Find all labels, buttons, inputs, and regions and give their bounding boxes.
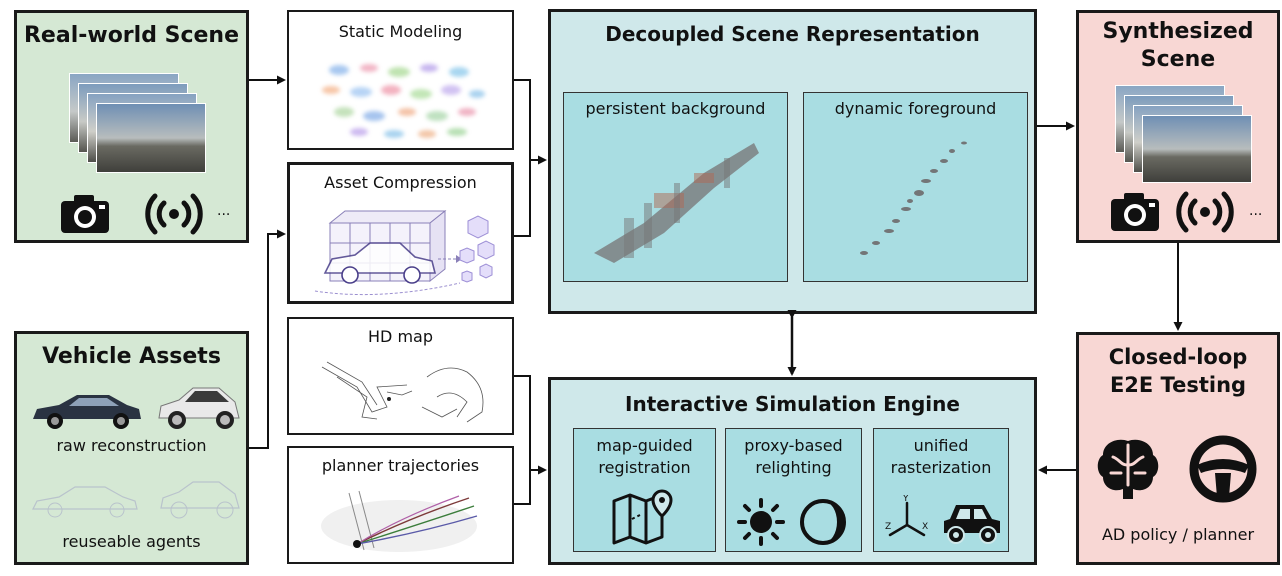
svg-text:Y: Y <box>902 495 909 504</box>
ellipsis: ... <box>217 203 231 219</box>
module-3-line1: unified <box>913 436 969 455</box>
synthesized-scene-box: Synthesized Scene ... <box>1076 10 1280 243</box>
svg-text:X: X <box>922 522 928 532</box>
asset-compression-title: Asset Compression <box>324 173 477 192</box>
module-map-guided-registration: map-guided registration <box>573 428 716 552</box>
synthesized-scene-title-line2: Scene <box>1140 47 1216 72</box>
coupe-white-image <box>158 387 240 429</box>
map-pin-icon <box>612 489 673 545</box>
ellipsis: ... <box>1249 203 1263 219</box>
sensor-signal-icon <box>1176 191 1234 233</box>
moon-icon <box>800 499 846 545</box>
gaussian-blobs-illustration <box>322 64 485 138</box>
planner-trajectories-box: planner trajectories <box>287 446 514 564</box>
synthesized-frames-stack <box>1115 85 1255 185</box>
static-modeling-title: Static Modeling <box>338 22 463 41</box>
camera-frames-stack <box>69 73 209 173</box>
hd-map-title: HD map <box>368 327 433 346</box>
dynamic-foreground-label: dynamic foreground <box>834 99 997 118</box>
ad-policy-label: AD policy / planner <box>1101 525 1255 544</box>
module-1-line1: map-guided <box>596 436 693 455</box>
dynamic-foreground-panel: dynamic foreground <box>803 92 1028 282</box>
sensor-signal-icon <box>145 193 203 235</box>
module-unified-rasterization: unified rasterization Y X Z <box>873 428 1009 552</box>
decoupled-scene-box: Decoupled Scene Representation persisten… <box>548 9 1037 314</box>
synthesized-scene-title-line1: Synthesized <box>1102 19 1254 44</box>
car-icon <box>944 505 1000 544</box>
closed-loop-title-line1: Closed-loop <box>1108 345 1248 369</box>
trajectories-sketch <box>321 490 478 552</box>
background-pointcloud <box>594 143 759 263</box>
module-2-line1: proxy-based <box>744 436 843 455</box>
steering-wheel-icon <box>1189 435 1257 503</box>
simulation-engine-title: Interactive Simulation Engine <box>625 392 960 416</box>
hd-map-sketch <box>321 361 484 423</box>
brain-icon <box>1097 439 1159 499</box>
asset-compression-box: Asset Compression <box>287 162 514 304</box>
coupe-outline-image <box>160 481 240 519</box>
module-2-line2: relighting <box>755 458 832 477</box>
camera-icon <box>61 195 109 233</box>
camera-icon <box>1111 193 1159 231</box>
sun-icon <box>737 498 785 546</box>
vehicle-assets-box: Vehicle Assets raw reconstruction reusea… <box>14 331 249 565</box>
real-world-scene-box: Real-world Scene ... <box>14 10 249 243</box>
svg-text:Z: Z <box>885 522 891 532</box>
closed-loop-title-line2: E2E Testing <box>1109 373 1247 397</box>
module-proxy-based-relighting: proxy-based relighting <box>725 428 862 552</box>
vehicle-assets-title: Vehicle Assets <box>42 344 221 369</box>
real-world-scene-title: Real-world Scene <box>23 23 239 48</box>
voxel-car-illustration <box>314 209 495 296</box>
persistent-background-label: persistent background <box>585 99 766 118</box>
reuseable-agents-label: reuseable agents <box>62 532 201 551</box>
decoupled-scene-title: Decoupled Scene Representation <box>605 22 980 46</box>
simulation-engine-box: Interactive Simulation Engine map-guided… <box>548 377 1037 565</box>
module-3-line2: rasterization <box>890 458 992 477</box>
sedan-dark-image <box>33 395 141 429</box>
xyz-axes-icon: Y X Z <box>885 495 928 537</box>
closed-loop-box: Closed-loop E2E Testing AD policy / plan… <box>1076 332 1280 565</box>
hd-map-box: HD map <box>287 317 514 435</box>
static-modeling-box: Static Modeling <box>287 10 514 150</box>
planner-trajectories-title: planner trajectories <box>321 456 480 475</box>
raw-reconstruction-label: raw reconstruction <box>56 436 207 455</box>
sedan-outline-image <box>32 486 138 518</box>
foreground-pointcloud <box>860 141 967 255</box>
persistent-background-panel: persistent background <box>563 92 788 282</box>
module-1-line2: registration <box>598 458 691 477</box>
